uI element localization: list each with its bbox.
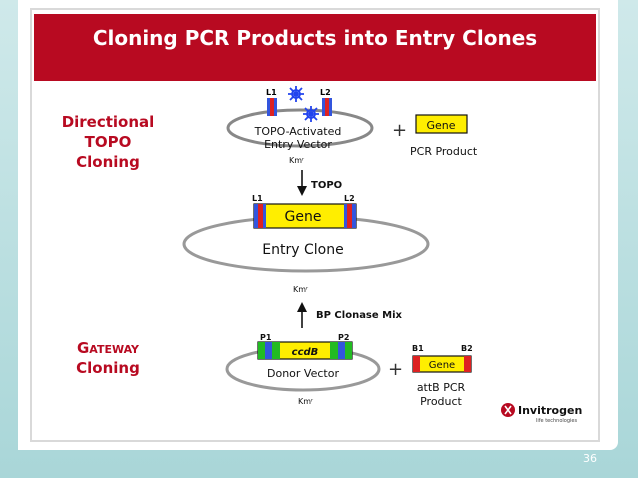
slide-title: Cloning PCR Products into Entry Clones — [92, 26, 538, 50]
topo-vector-plasmid — [226, 108, 374, 148]
directional-topo-label: Directional TOPO Cloning — [52, 112, 164, 172]
page-number: 36 — [583, 452, 597, 465]
entry-gene-label: Gene — [285, 209, 322, 225]
entry-l2-site-red — [347, 204, 352, 228]
attb-b1-site — [413, 356, 420, 372]
topo-l1-label: L1 — [266, 88, 277, 97]
invitrogen-logo-name: Invitrogen — [518, 404, 582, 417]
topo-vector-resistance: Kmʳ — [289, 156, 305, 165]
gateway-cloning-line: Cloning — [76, 359, 140, 377]
pcr-product-label: PCR Product — [410, 145, 478, 158]
attb-product-label-line2: Product — [420, 395, 462, 408]
topo-l2-label: L2 — [320, 88, 331, 97]
directional-line: Directional — [61, 113, 155, 131]
topoisomerase-icon — [288, 86, 304, 102]
bp-arrowhead — [297, 302, 307, 312]
plus-sign: + — [388, 359, 403, 380]
attb-b1-label: B1 — [412, 344, 424, 353]
topo-line: TOPO — [84, 133, 132, 151]
gateway-line: Gateway — [76, 339, 140, 357]
entry-l1-site-red — [258, 204, 263, 228]
entry-l1-label: L1 — [252, 194, 263, 203]
topo-l2-site-red — [325, 98, 329, 116]
topoisomerase-icon — [303, 106, 319, 122]
donor-vector-resistance: Kmʳ — [298, 397, 314, 406]
donor-p2-site-blue — [338, 342, 345, 359]
cloning-line: Cloning — [76, 153, 140, 171]
entry-clone-resistance: Kmʳ — [293, 285, 309, 294]
attb-product-label-line1: attB PCR — [417, 381, 466, 394]
donor-p1-label: P1 — [260, 333, 272, 342]
topo-vector-label-line1: TOPO-Activated — [254, 125, 342, 138]
invitrogen-logo: Invitrogen life technologies — [501, 403, 582, 424]
pcr-gene-box — [415, 114, 468, 134]
plus-sign: + — [392, 120, 407, 141]
attb-gene-label: Gene — [429, 360, 455, 371]
entry-clone-label: Entry Clone — [262, 242, 343, 258]
topo-l1-site-red — [270, 98, 274, 116]
topo-vector-label-line2: Entry Vector — [264, 138, 332, 151]
donor-vector-label: Donor Vector — [267, 367, 339, 380]
topo-arrow-label: TOPO — [311, 180, 342, 191]
entry-l2-label: L2 — [344, 194, 355, 203]
donor-insert-label: ccdB — [292, 347, 319, 358]
attb-b2-label: B2 — [461, 344, 473, 353]
gateway-cloning-label: Gateway Cloning — [58, 338, 158, 378]
pcr-gene-label: Gene — [426, 119, 455, 132]
title-bar — [34, 14, 596, 81]
donor-p2-label: P2 — [338, 333, 349, 342]
topo-arrowhead — [297, 186, 307, 196]
donor-p1-site-blue — [265, 342, 272, 359]
invitrogen-logo-tagline: life technologies — [536, 418, 577, 424]
bp-arrow-label: BP Clonase Mix — [316, 310, 403, 321]
attb-b2-site — [464, 356, 471, 372]
